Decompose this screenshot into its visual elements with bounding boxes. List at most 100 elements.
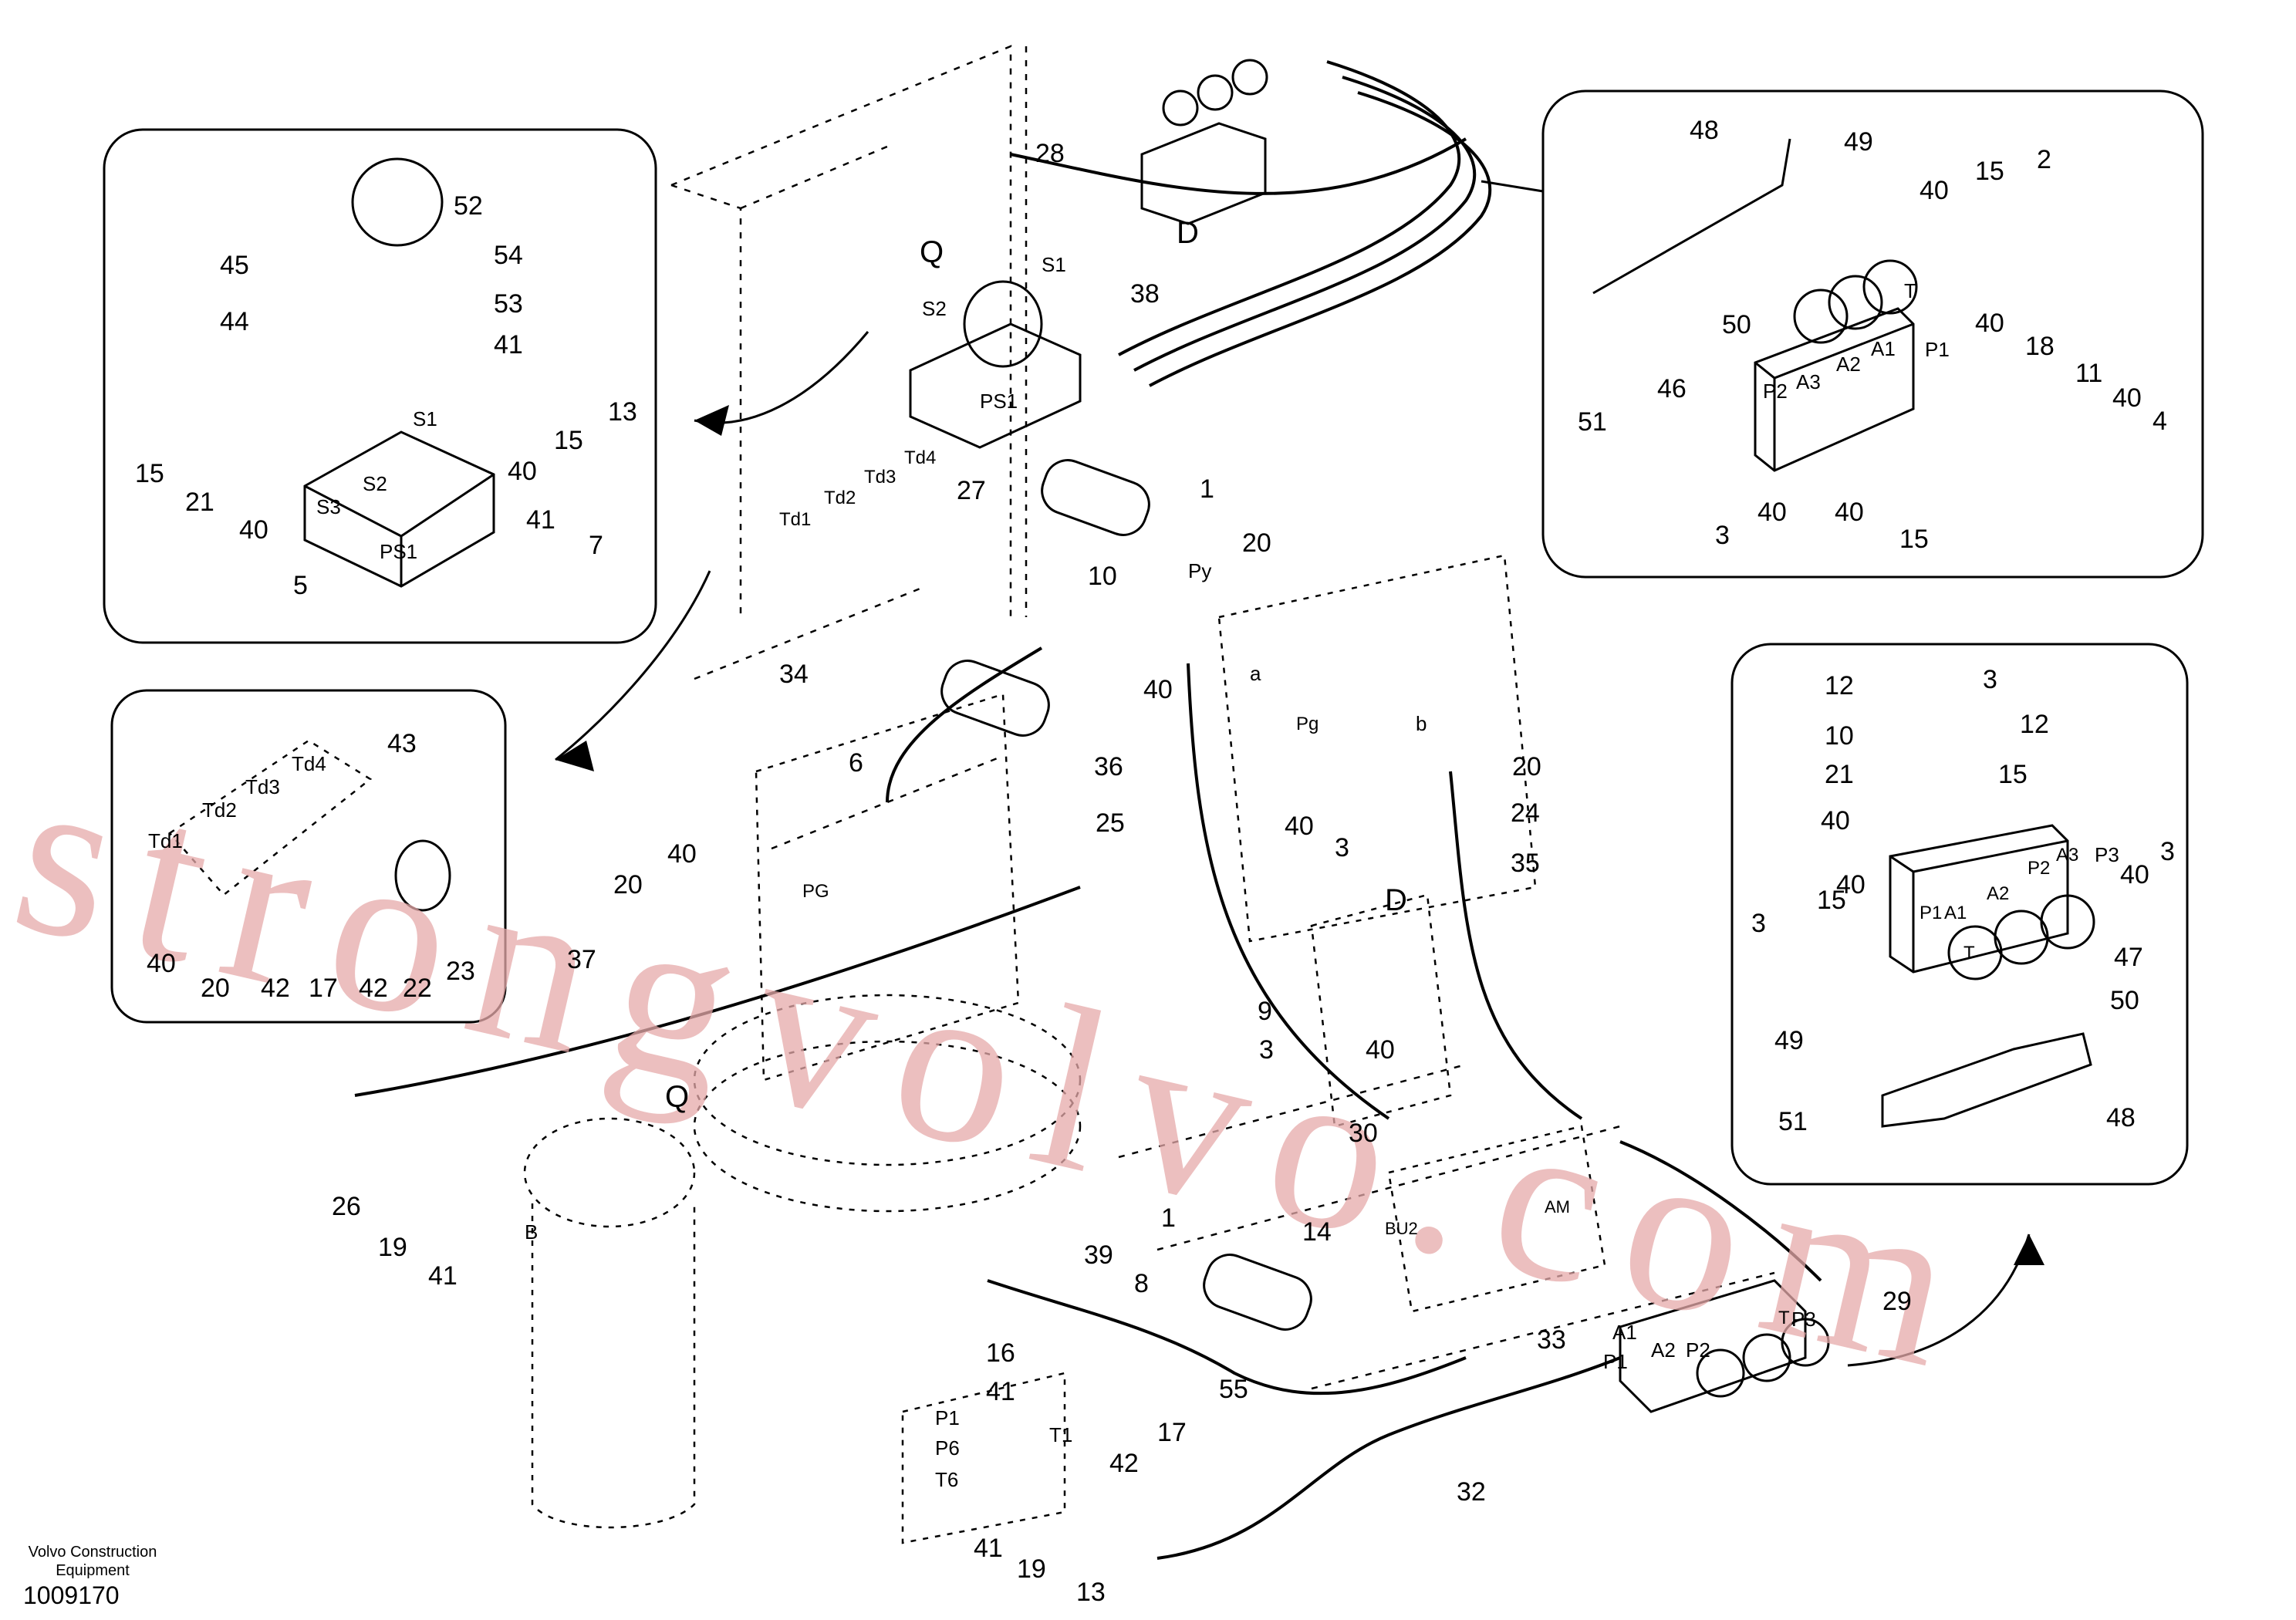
port-a1: A1 — [1871, 337, 1896, 360]
callout-21: 21 — [1825, 760, 1854, 789]
callout-3: 3 — [1751, 909, 1766, 938]
callout-36: 36 — [1094, 752, 1123, 781]
callout-40: 40 — [1143, 675, 1173, 704]
callout-1: 1 — [1161, 1203, 1176, 1233]
callout-15: 15 — [135, 459, 164, 488]
port-td4: Td4 — [904, 447, 937, 468]
port-td3: Td3 — [245, 775, 280, 798]
callout-40: 40 — [667, 839, 697, 869]
callout-40: 40 — [239, 515, 268, 545]
callout-49: 49 — [1844, 127, 1873, 157]
callout-15: 15 — [1975, 157, 2004, 186]
callout-23: 23 — [446, 957, 475, 986]
port-p6: P6 — [935, 1436, 960, 1460]
callout-53: 53 — [494, 289, 523, 319]
port-d: D — [1177, 216, 1199, 250]
callout-26: 26 — [332, 1192, 361, 1221]
callout-2: 2 — [2037, 145, 2051, 174]
callout-12: 12 — [1825, 671, 1854, 700]
callout-50: 50 — [1722, 310, 1751, 339]
callout-40: 40 — [1821, 806, 1850, 835]
port-b: b — [1416, 712, 1427, 735]
callout-48: 48 — [2106, 1103, 2136, 1132]
callout-18: 18 — [2025, 332, 2055, 361]
callout-40: 40 — [1285, 812, 1314, 841]
callout-44: 44 — [220, 307, 249, 336]
callout-42: 42 — [1109, 1449, 1139, 1478]
callout-15: 15 — [554, 426, 583, 455]
callout-19: 19 — [378, 1233, 407, 1262]
callout-3: 3 — [1715, 521, 1730, 550]
callout-20: 20 — [613, 870, 643, 899]
callout-40: 40 — [1757, 498, 1787, 527]
callout-15: 15 — [1817, 886, 1846, 915]
port-p2: P2 — [1763, 380, 1788, 403]
callout-40: 40 — [1920, 176, 1949, 205]
callout-12: 12 — [2020, 710, 2049, 739]
callout-14: 14 — [1302, 1217, 1332, 1247]
port-p1: P1 — [1603, 1350, 1628, 1373]
callout-10: 10 — [1825, 721, 1854, 751]
callout-43: 43 — [387, 729, 417, 758]
callout-10: 10 — [1088, 562, 1117, 591]
port-py: Py — [1188, 559, 1212, 582]
company-line-2: Equipment — [56, 1562, 130, 1579]
callout-51: 51 — [1578, 407, 1607, 437]
callout-52: 52 — [454, 191, 483, 221]
callout-32: 32 — [1457, 1477, 1486, 1507]
port-t: T — [1778, 1308, 1790, 1328]
callout-20: 20 — [1512, 752, 1541, 781]
callout-15: 15 — [1998, 760, 2028, 789]
callout-22: 22 — [403, 974, 432, 1003]
port-q-lower: Q — [665, 1080, 690, 1114]
port-a3: A3 — [2056, 845, 2079, 866]
callout-40: 40 — [2112, 383, 2142, 413]
port-td3: Td3 — [864, 467, 896, 488]
port-a2: A2 — [1651, 1338, 1676, 1362]
port-s2: S2 — [922, 297, 947, 320]
port-q: Q — [920, 235, 944, 269]
callout-41: 41 — [428, 1261, 458, 1291]
callout-1: 1 — [1200, 474, 1214, 504]
callout-35: 35 — [1511, 849, 1540, 878]
callout-30: 30 — [1349, 1119, 1378, 1148]
callout-40: 40 — [147, 949, 176, 978]
port-d-lower: D — [1385, 883, 1407, 917]
port-t: T — [1904, 279, 1916, 302]
port-pg: Pg — [1296, 714, 1319, 734]
port-p1-block: P1 — [935, 1406, 960, 1429]
callout-50: 50 — [2110, 986, 2139, 1015]
port-s3: S3 — [316, 495, 341, 518]
callout-4: 4 — [2152, 407, 2167, 436]
callout-42: 42 — [359, 974, 388, 1003]
callout-3: 3 — [1259, 1035, 1274, 1065]
callout-41: 41 — [986, 1377, 1015, 1406]
drawing-number: 1009170 — [23, 1581, 120, 1609]
callout-47: 47 — [2114, 943, 2143, 972]
callout-40: 40 — [1836, 870, 1866, 899]
callout-45: 45 — [220, 251, 249, 280]
callout-3: 3 — [1983, 665, 1997, 694]
callout-25: 25 — [1096, 808, 1125, 838]
callout-24: 24 — [1511, 798, 1540, 828]
callout-6: 6 — [849, 748, 863, 778]
port-td1: Td1 — [779, 509, 812, 530]
port-p3: P3 — [2095, 843, 2119, 866]
callout-54: 54 — [494, 241, 523, 270]
callout-29: 29 — [1882, 1287, 1912, 1316]
port-td2: Td2 — [824, 488, 856, 508]
callout-3: 3 — [1335, 833, 1349, 862]
port-am: AM — [1545, 1197, 1570, 1217]
callout-40: 40 — [1975, 309, 2004, 338]
callout-20: 20 — [1242, 528, 1271, 558]
port-p2: P2 — [2028, 858, 2051, 879]
port-a: a — [1250, 662, 1261, 685]
port-s2: S2 — [363, 472, 387, 495]
port-p1: P1 — [1920, 903, 1943, 923]
callout-37: 37 — [567, 945, 596, 974]
callout-41: 41 — [494, 330, 523, 359]
port-b: B — [525, 1220, 539, 1244]
port-s1: S1 — [1042, 253, 1066, 276]
callout-16: 16 — [986, 1338, 1015, 1368]
